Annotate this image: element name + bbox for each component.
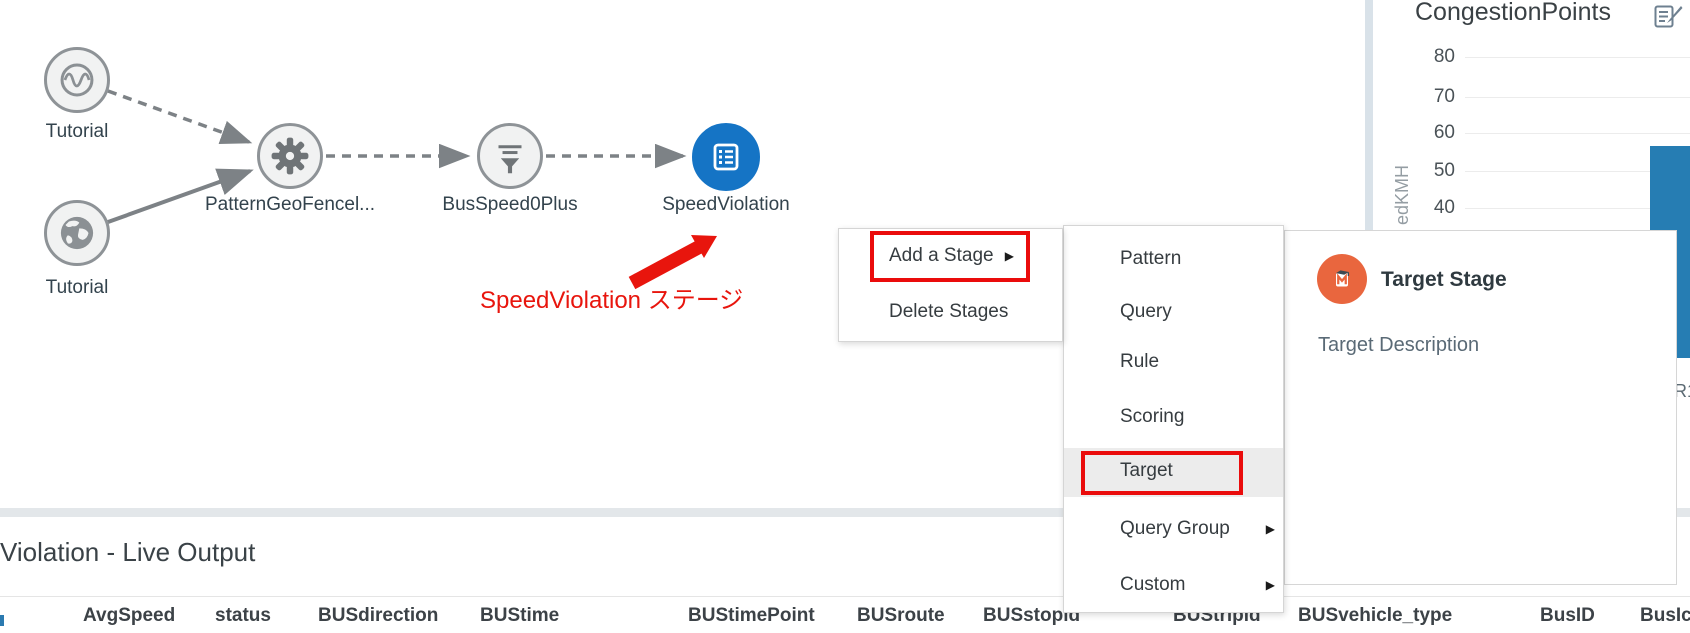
node-speedviolation[interactable] <box>692 123 760 191</box>
column-header: BUStime <box>480 605 560 626</box>
context-menu: Add a Stage ▶ Delete Stages <box>838 228 1063 342</box>
filter-icon <box>498 145 522 174</box>
annotation-text: SpeedViolation ステージ <box>480 287 744 314</box>
node-tutorial-stream[interactable] <box>44 47 110 113</box>
submenu-arrow-icon: ▶ <box>1004 249 1014 263</box>
gridline <box>1465 133 1690 134</box>
column-header: BUSroute <box>857 605 945 626</box>
node-label: SpeedViolation <box>662 194 790 215</box>
edit-icon[interactable] <box>1654 3 1684 29</box>
menu-item-label: Query <box>1120 301 1172 322</box>
menu-item-label: Delete Stages <box>889 301 1009 322</box>
table-icon <box>713 143 739 171</box>
column-header: BUSstopid <box>983 605 1081 626</box>
menu-item-label: Target <box>1120 460 1173 481</box>
y-axis-label: edKMH <box>1392 164 1412 226</box>
target-stage-icon <box>1336 270 1350 287</box>
column-header: BusIc <box>1640 605 1690 626</box>
node-tutorial-geo[interactable] <box>44 200 110 266</box>
submenu-item-scoring[interactable]: Scoring <box>1064 392 1283 442</box>
submenu-item-custom[interactable]: Custom ▶ <box>1064 560 1283 610</box>
y-tick: 60 <box>1433 122 1455 143</box>
submenu-arrow-icon: ▶ <box>1265 578 1275 592</box>
menu-item-label: Custom <box>1120 574 1186 595</box>
y-tick: 40 <box>1433 197 1455 218</box>
node-busspeed0plus[interactable] <box>477 123 543 189</box>
table-header-divider <box>0 596 1690 597</box>
node-label: PatternGeoFencel... <box>204 194 376 215</box>
horizontal-panel-divider <box>0 508 1690 517</box>
node-patterngeofence[interactable] <box>257 123 323 189</box>
submenu-item-query[interactable]: Query <box>1064 287 1283 337</box>
menu-item-label: Pattern <box>1120 248 1182 269</box>
clipped-blue-element <box>0 615 4 626</box>
column-header: BUSdirection <box>318 605 439 626</box>
gear-icon <box>271 137 309 175</box>
red-annotation-arrow-icon <box>628 235 717 290</box>
menu-item-label: Query Group <box>1120 518 1230 539</box>
target-stage-flyout: Target Stage Target Description <box>1284 230 1677 585</box>
globe-icon <box>60 216 94 250</box>
flyout-title: Target Stage <box>1381 268 1507 291</box>
gridline <box>1465 208 1690 209</box>
vertical-panel-divider <box>1365 0 1373 230</box>
flyout-description: Target Description <box>1318 334 1480 356</box>
live-output-title: Violation - Live Output <box>0 537 256 567</box>
menu-item-label: Scoring <box>1120 406 1185 427</box>
y-tick: 50 <box>1433 160 1455 181</box>
menu-item-label: Add a Stage <box>889 245 994 266</box>
chart-title: CongestionPoints <box>1415 0 1611 26</box>
pipeline-edges <box>107 89 717 290</box>
submenu-item-target[interactable]: Target <box>1064 446 1283 496</box>
node-label: Tutorial <box>45 121 109 142</box>
stage-submenu: Pattern Query Rule Scoring Target Query … <box>1063 225 1284 613</box>
target-row-highlight <box>1064 448 1283 497</box>
column-header: BUSvehicle_type <box>1298 605 1453 626</box>
submenu-item-pattern[interactable]: Pattern <box>1064 234 1283 284</box>
edge-solid-tutorial2 <box>107 168 254 224</box>
submenu-item-rule[interactable]: Rule <box>1064 337 1283 387</box>
edge-dashed-tutorial1 <box>107 89 253 144</box>
y-tick: 80 <box>1433 46 1455 67</box>
gridline <box>1465 171 1690 172</box>
menu-item-delete-stages[interactable]: Delete Stages <box>839 287 1062 337</box>
submenu-item-query-group[interactable]: Query Group ▶ <box>1064 504 1283 554</box>
menu-item-label: Rule <box>1120 351 1160 372</box>
submenu-arrow-icon: ▶ <box>1265 522 1275 536</box>
x-tick-label: R1 <box>1674 381 1690 401</box>
gridline <box>1465 97 1690 98</box>
column-header: AvgSpeed <box>83 605 176 626</box>
menu-item-add-a-stage[interactable]: Add a Stage ▶ <box>839 231 1062 281</box>
column-header: status <box>215 605 271 626</box>
gridline <box>1465 57 1690 58</box>
column-header: BUStimePoint <box>688 605 815 626</box>
column-header: BusID <box>1540 605 1595 626</box>
y-tick: 70 <box>1433 86 1455 107</box>
target-stage-badge <box>1317 254 1367 304</box>
node-label: Tutorial <box>45 277 109 298</box>
wave-icon <box>60 63 94 97</box>
node-label: BusSpeed0Plus <box>442 194 578 215</box>
